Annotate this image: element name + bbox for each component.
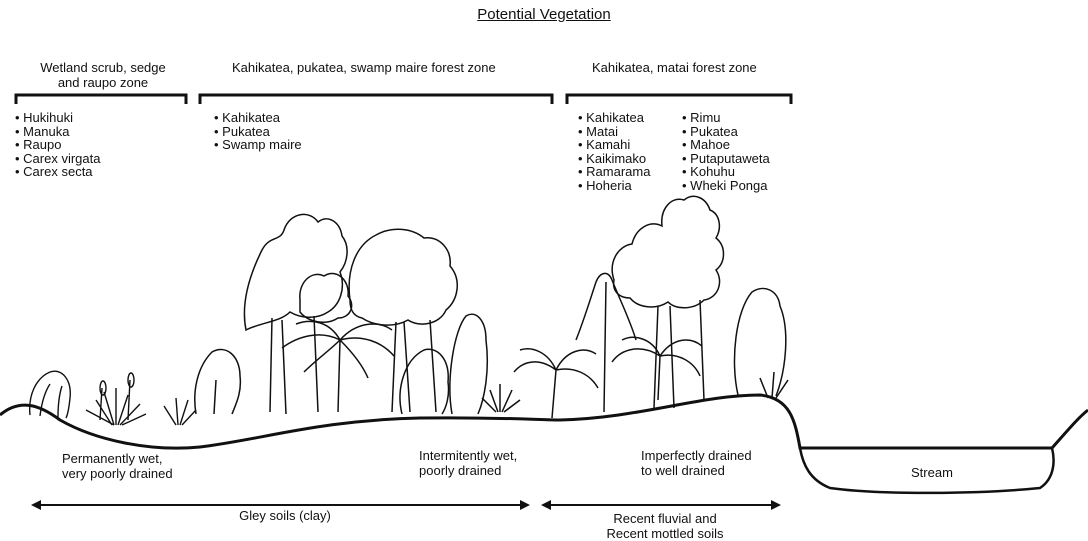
- conifer-tree-icon: [575, 272, 637, 413]
- species-item: Pukatea: [214, 124, 302, 139]
- species-item: Kaikimako: [578, 152, 650, 166]
- species-item: Kamahi: [578, 138, 650, 152]
- species-list-matai-col2: Rimu Pukatea Mahoe Putaputaweta Kohuhu W…: [682, 111, 770, 193]
- small-tree-icon: [194, 348, 242, 415]
- species-item: Kohuhu: [682, 165, 770, 179]
- drainage-label-forest1: Intermitently wet, poorly drained: [419, 448, 517, 478]
- soil-line1: Recent fluvial and: [613, 511, 717, 526]
- species-item: Wheki Ponga: [682, 179, 770, 193]
- species-item: Hukihuki: [15, 111, 100, 125]
- tall-tree-canopy-icon: [611, 195, 725, 309]
- raupo-icon: [99, 372, 135, 421]
- diagram-title: Potential Vegetation: [477, 6, 611, 23]
- ground-line: [0, 393, 1088, 450]
- zone-label-wetland: Wetland scrub, sedge and raupo zone: [28, 60, 178, 90]
- soil-line2: Recent mottled soils: [606, 526, 724, 541]
- tree-trunks: [269, 315, 437, 415]
- zone-label-kahikatea-pukatea: Kahikatea, pukatea, swamp maire forest z…: [232, 60, 496, 75]
- drainage-line1: Intermitently wet,: [419, 448, 518, 463]
- drainage-line1: Permanently wet,: [62, 451, 163, 466]
- zone-label-line2: and raupo zone: [57, 75, 149, 90]
- drainage-label-wetland: Permanently wet, very poorly drained: [62, 451, 173, 481]
- tree-trunks-2: [653, 299, 705, 409]
- species-item: Ramarama: [578, 165, 650, 179]
- zone-label-line1: Wetland scrub, sedge: [40, 60, 166, 75]
- forest-vegetation-1: [194, 213, 521, 415]
- species-item: Kahikatea: [578, 111, 650, 125]
- drainage-line2: to well drained: [641, 463, 725, 478]
- species-item: Mahoe: [682, 138, 770, 152]
- soil-label-gley: Gley soils (clay): [239, 508, 331, 523]
- soil-label-fluvial: Recent fluvial and Recent mottled soils: [590, 511, 740, 541]
- drainage-line2: poorly drained: [419, 463, 502, 478]
- species-list-wetland: Hukihuki Manuka Raupo Carex virgata Care…: [15, 111, 100, 179]
- zone-bracket-kahikatea-matai: [565, 93, 793, 104]
- tree-fern-icon: [281, 320, 395, 413]
- species-item: Manuka: [15, 124, 100, 139]
- tree-fern-icon-2: [513, 348, 599, 419]
- species-list-kahikatea-pukatea: Kahikatea Pukatea Swamp maire: [214, 111, 302, 152]
- sedge-icon-2: [163, 397, 197, 426]
- shrub-icon: [29, 370, 71, 419]
- drainage-line1: Imperfectly drained: [641, 448, 752, 463]
- tree-canopy-icon-2: [348, 228, 458, 326]
- forest-vegetation-2: [513, 195, 789, 419]
- tree-fern-icon-3: [611, 336, 703, 401]
- species-item: Rimu: [682, 111, 770, 125]
- drainage-label-forest2: Imperfectly drained to well drained: [641, 448, 752, 478]
- species-item: Swamp maire: [214, 138, 301, 152]
- species-item: Raupo: [15, 138, 100, 152]
- zone-bracket-kahikatea-pukatea: [198, 93, 554, 104]
- stream-label: Stream: [911, 465, 953, 480]
- small-tree-icon-2: [399, 348, 450, 415]
- species-list-matai-col1: Kahikatea Matai Kamahi Kaikimako Ramaram…: [578, 111, 650, 193]
- species-item: Pukatea: [682, 124, 770, 139]
- stream-bed: [798, 447, 1055, 495]
- wetland-vegetation: [29, 370, 197, 426]
- species-item: Matai: [578, 124, 650, 139]
- species-item: Hoheria: [578, 179, 650, 193]
- species-item: Carex secta: [15, 165, 100, 179]
- zone-label-kahikatea-matai: Kahikatea, matai forest zone: [592, 60, 757, 75]
- fern-icon-2: [759, 371, 789, 399]
- species-item: Kahikatea: [214, 111, 302, 125]
- zone-bracket-wetland: [14, 93, 188, 104]
- species-item: Putaputaweta: [682, 152, 770, 166]
- tree-canopy-icon: [243, 213, 348, 332]
- small-tree-icon-3: [449, 313, 489, 415]
- sedge-icon: [85, 388, 147, 426]
- tree-canopy-icon-3: [299, 272, 353, 324]
- fern-icon: [481, 384, 521, 413]
- drainage-line2: very poorly drained: [62, 466, 173, 481]
- column-tree-icon: [733, 287, 787, 397]
- species-item: Carex virgata: [15, 152, 100, 166]
